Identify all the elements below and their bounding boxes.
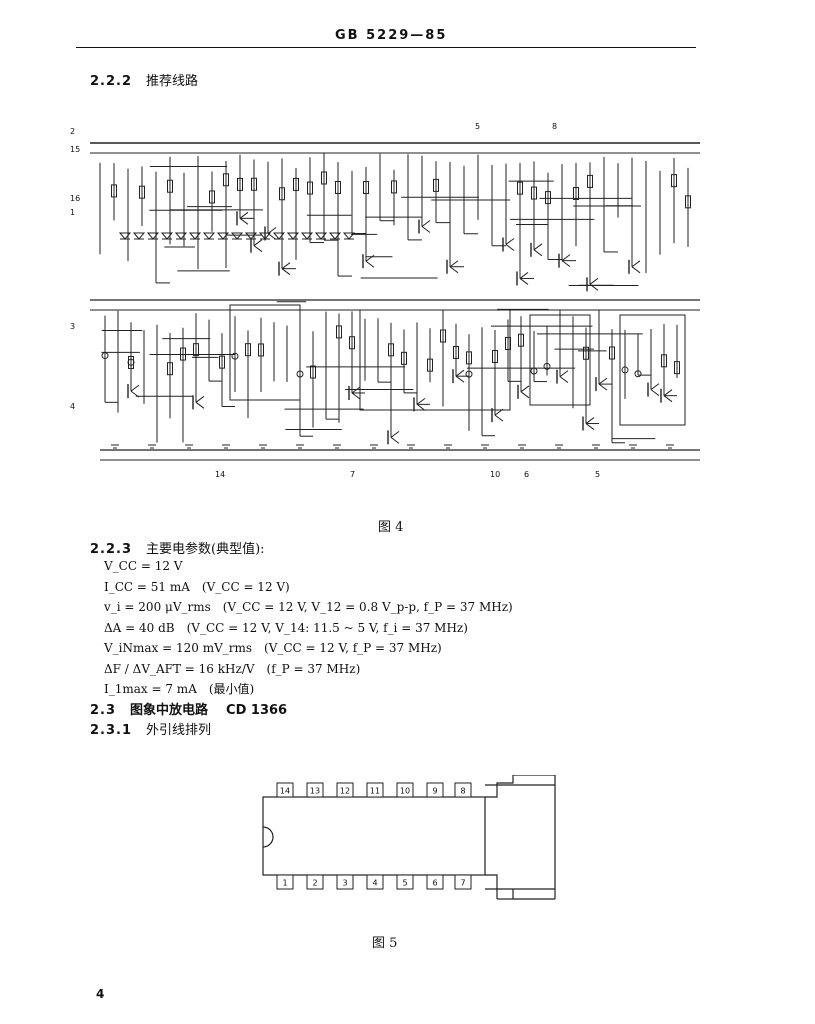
pin-label-bottom-5: 5 — [595, 470, 600, 479]
svg-text:14: 14 — [280, 787, 290, 796]
section-2-2-2: 2.2.2 推荐线路 — [90, 70, 198, 89]
pin-label-bottom-7: 7 — [350, 470, 355, 479]
svg-text:6: 6 — [432, 879, 437, 888]
section-number: 2.3 — [90, 703, 117, 718]
svg-text:10: 10 — [400, 787, 410, 796]
pin-label-left-15: 15 — [70, 145, 80, 154]
standard-number: GB 5229—85 — [335, 28, 448, 43]
section-title: 主要电参数(典型值): — [146, 542, 265, 557]
part-number: CD 1366 — [226, 703, 288, 718]
pin-label-top-5: 5 — [475, 122, 480, 131]
svg-text:7: 7 — [460, 879, 465, 888]
section-2-3: 2.3 图象中放电路 CD 1366 — [90, 699, 287, 718]
figure-4-caption: 图 4 — [378, 520, 404, 535]
section-title: 推荐线路 — [146, 74, 199, 89]
ic-pin-4: 4 — [366, 874, 384, 890]
pin-label-bottom-14: 14 — [215, 470, 225, 479]
section-number: 2.3.1 — [90, 723, 133, 738]
svg-text:13: 13 — [310, 787, 320, 796]
svg-text:8: 8 — [460, 787, 465, 796]
header-rule — [76, 47, 696, 48]
pin-label-left-1: 1 — [70, 208, 75, 217]
pin-label-left-3: 3 — [70, 322, 75, 331]
svg-text:4: 4 — [372, 879, 377, 888]
param-icc: I_CC = 51 mA (V_CC = 12 V) — [104, 579, 290, 594]
ic-pin-14: 14 — [276, 782, 294, 798]
ic-pin-3: 3 — [336, 874, 354, 890]
section-title: 外引线排列 — [146, 723, 212, 738]
ic-notch — [262, 826, 274, 848]
ic-pin-12: 12 — [336, 782, 354, 798]
param-aft: ΔF / ΔV_AFT = 16 kHz/V (f_P = 37 MHz) — [104, 661, 361, 676]
ic-pin-2: 2 — [306, 874, 324, 890]
ic-pin-1: 1 — [276, 874, 294, 890]
figure-5-caption: 图 5 — [372, 936, 398, 951]
ic-pin-5: 5 — [396, 874, 414, 890]
pin-label-left-2: 2 — [70, 127, 75, 136]
pin-label-bottom-6: 6 — [524, 470, 529, 479]
param-vcc: V_CC = 12 V — [104, 559, 183, 573]
ic-pin-11: 11 — [366, 782, 384, 798]
svg-text:12: 12 — [340, 787, 350, 796]
section-2-2-3: 2.2.3 主要电参数(典型值): — [90, 538, 265, 557]
svg-text:11: 11 — [370, 787, 380, 796]
param-vinmax: V_iNmax = 120 mV_rms (V_CC = 12 V, f_P =… — [104, 641, 442, 655]
svg-text:3: 3 — [342, 879, 347, 888]
pin-label-top-8: 8 — [552, 122, 557, 131]
svg-text:9: 9 — [432, 787, 437, 796]
ic-pin-8: 8 — [454, 782, 472, 798]
pin-label-left-16: 16 — [70, 194, 80, 203]
ic-pin-6: 6 — [426, 874, 444, 890]
circuit-diagram: 2 15 16 1 3 4 5 8 14 7 10 6 5 — [70, 122, 700, 479]
svg-text:2: 2 — [312, 879, 317, 888]
param-gain: ΔA = 40 dB (V_CC = 12 V, V_14: 11.5 ~ 5 … — [104, 620, 468, 635]
pin-label-bottom-10: 10 — [490, 470, 500, 479]
section-number: 2.2.2 — [90, 74, 133, 89]
param-vi: v_i = 200 μV_rms (V_CC = 12 V, V_12 = 0.… — [104, 600, 513, 614]
section-2-3-1: 2.3.1 外引线排列 — [90, 719, 211, 738]
ic-pin-9: 9 — [426, 782, 444, 798]
ic-pin-7: 7 — [454, 874, 472, 890]
parameter-list: V_CC = 12 V I_CC = 51 mA (V_CC = 12 V) v… — [104, 556, 513, 700]
svg-text:5: 5 — [402, 879, 407, 888]
section-title: 图象中放电路 — [130, 703, 209, 718]
section-number: 2.2.3 — [90, 542, 133, 557]
ic-body — [262, 796, 486, 876]
svg-text:1: 1 — [282, 879, 287, 888]
ic-pin-13: 13 — [306, 782, 324, 798]
param-i1max: I_1max = 7 mA (最小值) — [104, 682, 255, 696]
ic-pin-10: 10 — [396, 782, 414, 798]
pin-label-left-4: 4 — [70, 402, 75, 411]
page-number: 4 — [96, 987, 105, 1001]
